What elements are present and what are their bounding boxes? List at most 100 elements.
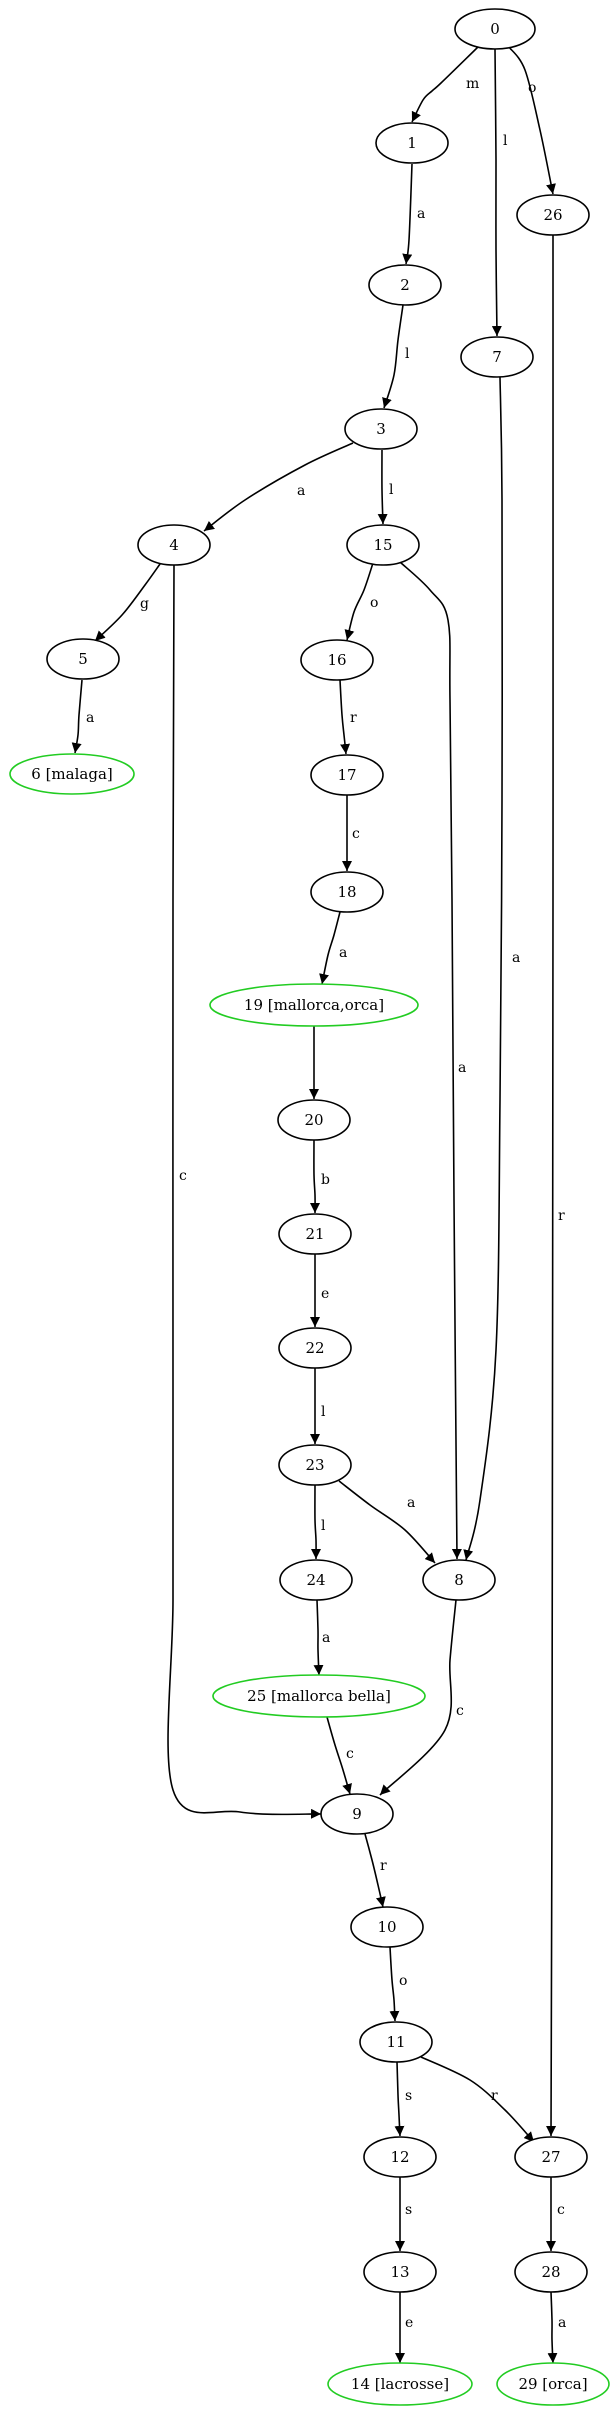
state-node-6: 6 [malaga] bbox=[9, 753, 135, 795]
edge-21-22: e bbox=[310, 1254, 329, 1327]
edge-5-6: a bbox=[71, 679, 94, 754]
edge-label: o bbox=[370, 595, 378, 611]
state-node-29: 29 [orca] bbox=[496, 2362, 610, 2406]
edge-20-21: b bbox=[310, 1139, 330, 1214]
edge-line bbox=[326, 1716, 352, 1795]
state-ellipse bbox=[359, 2021, 433, 2063]
edge-7-8: a bbox=[463, 376, 520, 1561]
edge-label: a bbox=[407, 1495, 415, 1511]
state-label: 9 bbox=[352, 1805, 362, 1823]
edge-line bbox=[338, 1480, 436, 1564]
state-node-5: 5 bbox=[46, 638, 120, 680]
edge-label: s bbox=[405, 2088, 412, 2104]
state-node-24: 24 bbox=[279, 1559, 353, 1601]
edge-line bbox=[344, 562, 374, 641]
edge-27-28: c bbox=[546, 2177, 565, 2251]
state-label: 18 bbox=[337, 883, 356, 901]
edge-label: a bbox=[558, 2315, 566, 2331]
state-ellipse bbox=[363, 2136, 437, 2178]
edge-16-17: r bbox=[339, 679, 357, 755]
state-node-26: 26 bbox=[516, 194, 590, 236]
state-ellipse bbox=[375, 122, 449, 164]
edge-line bbox=[546, 234, 557, 2137]
edge-label: c bbox=[557, 2202, 565, 2218]
edge-label: l bbox=[405, 346, 410, 362]
edge-0-1: m bbox=[411, 46, 479, 123]
state-ellipse bbox=[320, 1793, 394, 1835]
edge-label: o bbox=[399, 1973, 407, 1989]
edge-label: a bbox=[417, 206, 425, 222]
state-ellipse bbox=[350, 1906, 424, 1948]
state-label: 24 bbox=[306, 1571, 325, 1589]
edge-line bbox=[491, 48, 502, 337]
state-label: 13 bbox=[390, 2263, 409, 2281]
edge-label: m bbox=[466, 76, 479, 92]
edge-line bbox=[167, 564, 322, 1819]
edge-label: a bbox=[512, 950, 520, 966]
state-node-4: 4 bbox=[137, 524, 211, 566]
edge-label: c bbox=[346, 1746, 354, 1762]
edge-line bbox=[71, 679, 83, 754]
state-node-19: 19 [mallorca,orca] bbox=[209, 983, 419, 1027]
edge-label: a bbox=[297, 483, 305, 499]
edge-line bbox=[411, 46, 479, 123]
edge-4-5: g bbox=[94, 563, 161, 642]
state-label: 27 bbox=[541, 2148, 560, 2166]
state-ellipse bbox=[514, 2136, 588, 2178]
state-ellipse bbox=[279, 1559, 353, 1601]
edge-3-4: a bbox=[203, 442, 354, 532]
state-ellipse bbox=[514, 2251, 588, 2293]
state-ellipse bbox=[310, 871, 384, 913]
edge-line bbox=[94, 563, 161, 642]
state-label: 29 [orca] bbox=[518, 2375, 587, 2393]
state-label: 5 bbox=[78, 650, 88, 668]
edge-1-2: a bbox=[402, 163, 425, 265]
edge-label: e bbox=[321, 1286, 329, 1302]
edge-line bbox=[203, 442, 354, 532]
edge-23-8: a bbox=[338, 1480, 436, 1564]
edge-10-11: o bbox=[389, 1946, 407, 2022]
state-node-21: 21 bbox=[278, 1213, 352, 1255]
edge-15-16: o bbox=[344, 562, 378, 641]
state-node-13: 13 bbox=[363, 2251, 437, 2293]
state-node-27: 27 bbox=[514, 2136, 588, 2178]
state-ellipse bbox=[368, 264, 442, 306]
accept-state-ellipse bbox=[496, 2362, 610, 2406]
edge-3-15: l bbox=[377, 449, 394, 525]
edge-0-7: l bbox=[491, 48, 508, 337]
edge-12-13: s bbox=[395, 2177, 412, 2251]
edge-label: c bbox=[179, 1168, 187, 1184]
edge-label: a bbox=[322, 1630, 330, 1646]
state-node-11: 11 bbox=[359, 2021, 433, 2063]
state-label: 11 bbox=[386, 2033, 405, 2051]
state-node-8: 8 bbox=[422, 1559, 496, 1601]
state-node-14: 14 [lacrosse] bbox=[327, 2362, 473, 2406]
edge-label: r bbox=[380, 1858, 387, 1874]
state-node-3: 3 bbox=[344, 408, 418, 450]
edge-label: b bbox=[321, 1172, 330, 1188]
edge-line bbox=[508, 46, 556, 195]
state-ellipse bbox=[137, 524, 211, 566]
state-label: 16 bbox=[327, 651, 346, 669]
edge-13-14: e bbox=[395, 2292, 413, 2363]
edge-15-8: a bbox=[399, 561, 466, 1560]
edge-line bbox=[379, 1599, 457, 1796]
edge-18-19: a bbox=[319, 911, 347, 985]
edge-line bbox=[382, 304, 404, 409]
edge-label: e bbox=[405, 2315, 413, 2331]
state-ellipse bbox=[460, 336, 534, 378]
edge-line bbox=[547, 2291, 558, 2364]
state-label: 17 bbox=[337, 766, 356, 784]
edge-28-29: a bbox=[547, 2291, 566, 2364]
edge-line bbox=[313, 1599, 324, 1676]
state-ellipse bbox=[422, 1559, 496, 1601]
state-label: 6 [malaga] bbox=[31, 765, 112, 783]
accept-state-ellipse bbox=[212, 1674, 426, 1718]
state-label: 7 bbox=[492, 348, 502, 366]
edge-label: r bbox=[558, 1208, 565, 1224]
state-node-7: 7 bbox=[460, 336, 534, 378]
state-ellipse bbox=[300, 639, 374, 681]
edge-label: c bbox=[352, 826, 360, 842]
